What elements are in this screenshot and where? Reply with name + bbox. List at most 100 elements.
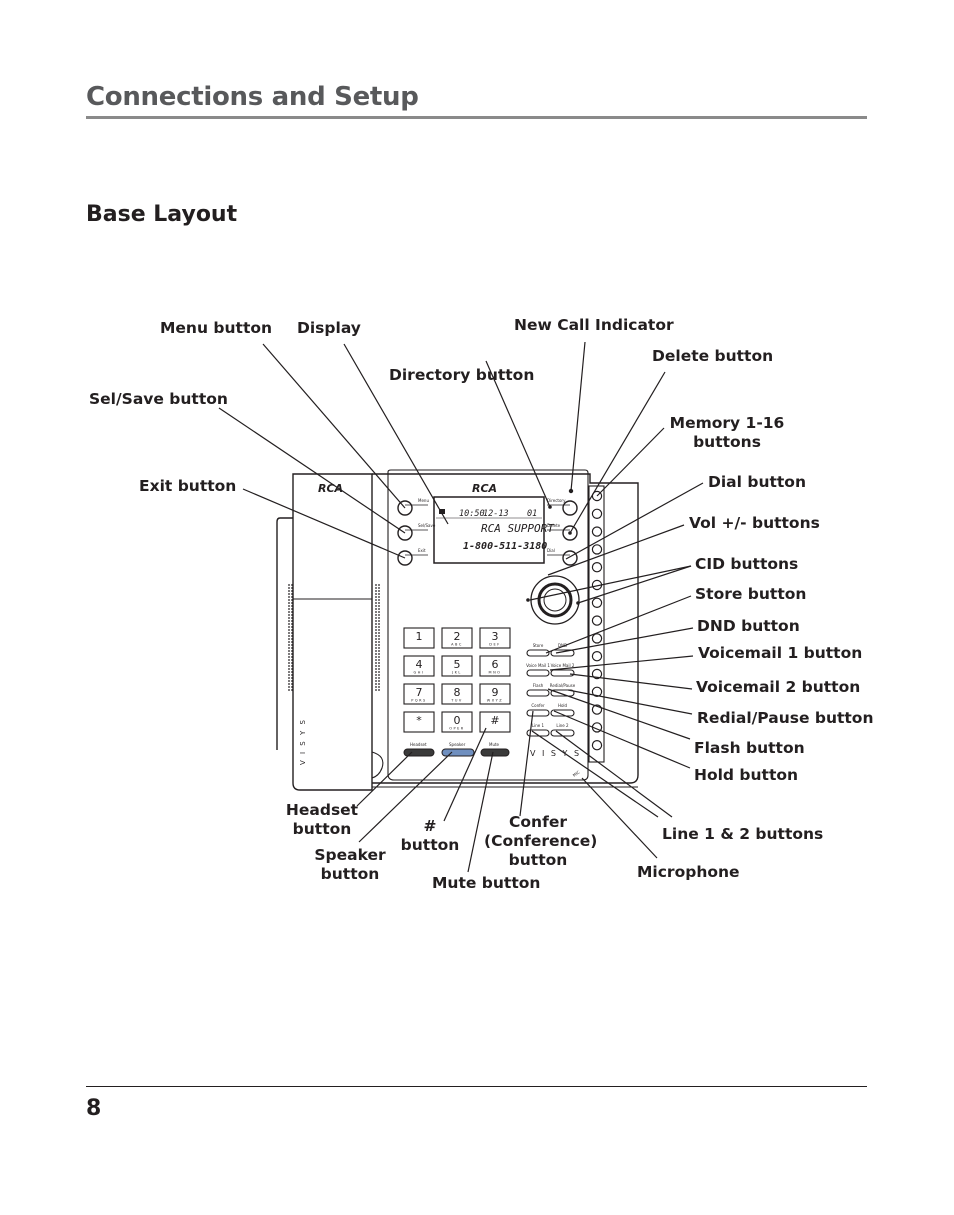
grille-dot xyxy=(291,641,293,643)
voice-mail-1-button-shape: Voice Mail 1 xyxy=(526,663,550,677)
grille-dot xyxy=(288,638,290,640)
grille-dot xyxy=(375,659,377,661)
grille-dot xyxy=(288,659,290,661)
delete-button-shape: Delete xyxy=(547,523,578,541)
grille-dot xyxy=(288,650,290,652)
grille-dot xyxy=(378,680,380,682)
grille-dot xyxy=(288,590,290,592)
grille-dot xyxy=(288,617,290,619)
flash-button-shape: Flash xyxy=(526,683,550,697)
grille-dot xyxy=(375,650,377,652)
grille-dot xyxy=(288,632,290,634)
label-confer-line3: button xyxy=(508,851,568,869)
leader-cid-b xyxy=(577,565,692,604)
mute-button-shape xyxy=(480,748,510,757)
grille-dot xyxy=(378,650,380,652)
leader-voicemail2 xyxy=(569,673,693,690)
nav-wheel-center xyxy=(543,588,567,612)
grille-dot xyxy=(375,584,377,586)
grille-dot xyxy=(288,680,290,682)
grille-dot xyxy=(378,593,380,595)
grille-dot xyxy=(291,620,293,622)
grille-dot xyxy=(375,665,377,667)
base-side-brand: V I S Y S xyxy=(530,749,581,758)
grille-dot xyxy=(378,638,380,640)
grille-dot xyxy=(378,599,380,601)
sel-save-button-shape: Sel/Save xyxy=(397,523,436,541)
grille-dot xyxy=(378,674,380,676)
leader-new-call xyxy=(570,341,586,492)
label-speaker-line2: button xyxy=(320,865,380,883)
grille-dot xyxy=(291,674,293,676)
label-flash-button: Flash button xyxy=(694,739,805,757)
subtitle: Base Layout xyxy=(86,202,238,227)
leader-speaker xyxy=(358,751,453,843)
label-speaker-button: Speaker button xyxy=(310,846,390,884)
label-microphone: Microphone xyxy=(637,863,740,881)
label-sel-save-button: Sel/Save button xyxy=(89,390,228,408)
grille-dot xyxy=(291,635,293,637)
grille-dot xyxy=(288,614,290,616)
leader-line2 xyxy=(555,730,673,818)
grille-dot xyxy=(291,668,293,670)
grille-dot xyxy=(378,683,380,685)
label-hash-button: # button xyxy=(398,817,462,855)
grille-dot xyxy=(288,635,290,637)
grille-dot xyxy=(288,641,290,643)
display-time: 10:50 xyxy=(459,509,485,519)
leader-flash xyxy=(547,688,691,740)
grille-dot xyxy=(375,686,377,688)
grille-dot xyxy=(375,629,377,631)
display-screen xyxy=(433,496,545,564)
memory-button-8 xyxy=(591,615,603,626)
line-2-button-shape: Line 2 xyxy=(550,723,575,737)
label-cid-buttons: CID buttons xyxy=(695,555,799,573)
label-redial-pause-button: Redial/Pause button xyxy=(697,709,874,727)
grille-dot xyxy=(378,665,380,667)
leader-store xyxy=(545,595,692,654)
label-menu-button: Menu button xyxy=(160,319,273,337)
grille-dot xyxy=(288,647,290,649)
grille-dot xyxy=(378,644,380,646)
grille-dot xyxy=(375,638,377,640)
grille-dot xyxy=(375,656,377,658)
right-key-label: Delete xyxy=(547,523,561,528)
grille-dot xyxy=(288,662,290,664)
headset-button-shape xyxy=(403,748,435,757)
grille-dot xyxy=(288,599,290,601)
key-digit: 0 xyxy=(454,714,461,727)
label-dnd-button: DND button xyxy=(697,617,800,635)
leader-dot xyxy=(548,505,552,509)
grille-dot xyxy=(291,683,293,685)
grille-dot xyxy=(375,605,377,607)
grille-dot xyxy=(291,611,293,613)
grille-dot xyxy=(288,626,290,628)
label-voicemail2-button: Voicemail 2 button xyxy=(696,678,861,696)
grille-dot xyxy=(288,653,290,655)
label-headset-button: Headset button xyxy=(281,801,363,839)
grille-dot xyxy=(378,605,380,607)
grille-dot xyxy=(378,620,380,622)
memory-button-11 xyxy=(591,668,603,680)
key-letters: TUV xyxy=(450,699,463,703)
grille-dot xyxy=(291,656,293,658)
grille-dot xyxy=(288,587,290,589)
footer-rule xyxy=(86,1086,867,1087)
grille-dot xyxy=(375,674,377,676)
memory-button-7 xyxy=(591,597,603,609)
label-display: Display xyxy=(297,319,361,337)
label-hold-button: Hold button xyxy=(694,766,799,784)
key-digit: 6 xyxy=(492,658,499,671)
nav-wheel-inner xyxy=(537,582,573,618)
grille-dot xyxy=(288,644,290,646)
key-hash: # xyxy=(479,711,511,733)
grille-dot xyxy=(288,683,290,685)
grille-dot xyxy=(291,680,293,682)
label-hash-line1: # xyxy=(423,817,437,835)
grille-dot xyxy=(378,590,380,592)
leader-dnd xyxy=(555,627,694,654)
leader-delete xyxy=(569,371,666,534)
key-letters: JKL xyxy=(451,671,462,675)
grille-dot xyxy=(288,596,290,598)
